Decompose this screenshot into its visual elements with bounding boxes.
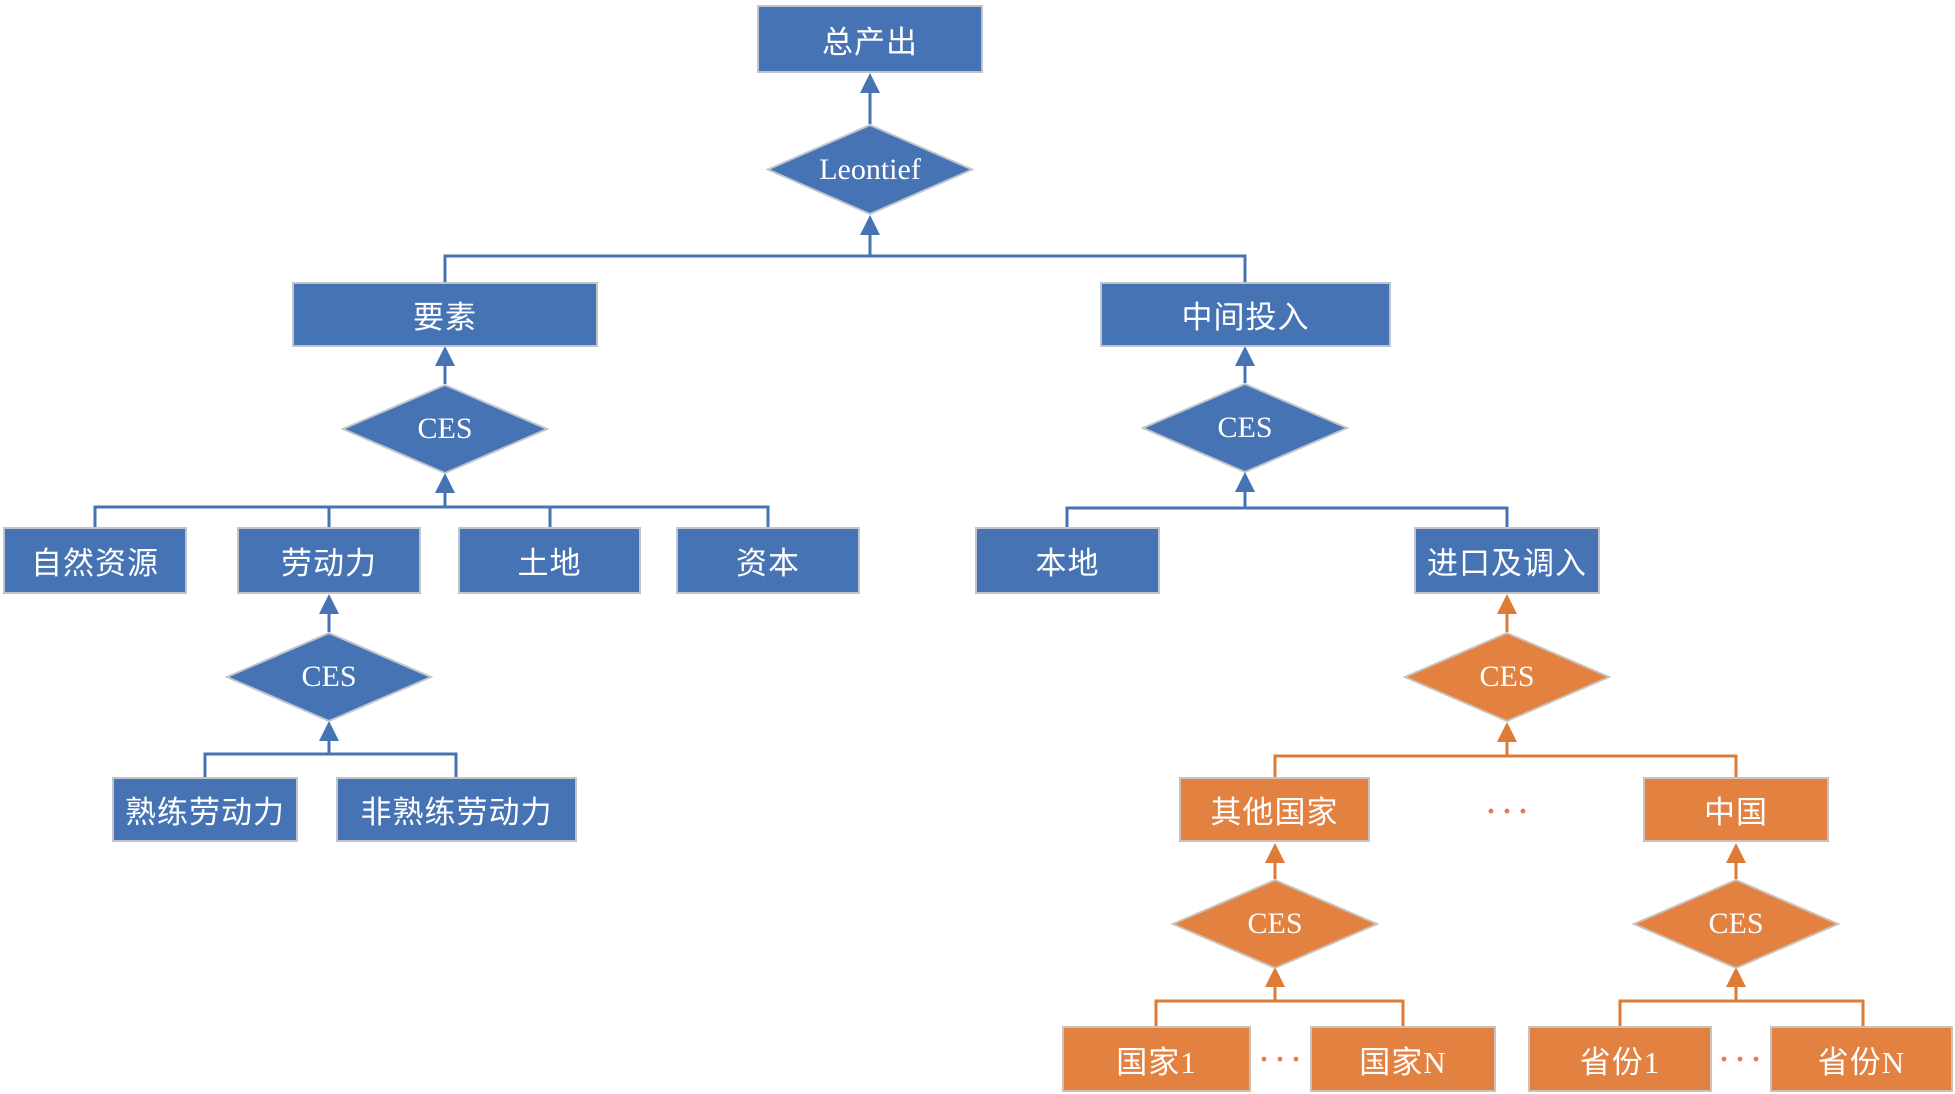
ces-labor-diamond-shape: [225, 632, 433, 722]
node-china: 中国: [1643, 777, 1829, 842]
ces-factors-diamond-shape: [341, 384, 549, 474]
node-land: 土地: [458, 527, 641, 594]
arrow-ces-to-china-head: [1726, 843, 1746, 863]
leontief-diamond-shape: [766, 124, 974, 215]
node-leontief: Leontief: [766, 124, 974, 215]
arrow-ces-to-imported-head: [1497, 594, 1517, 614]
edge-bus-labor-children: [203, 752, 458, 778]
ces-imported-diamond-shape: [1403, 632, 1611, 722]
arrow-ces-to-othercountries-head: [1265, 843, 1285, 863]
ces-china-diamond-shape: [1632, 879, 1840, 969]
node-province-n: 省份N: [1770, 1026, 1953, 1092]
arrow-ces-to-factors-head: [435, 346, 455, 366]
arrow-ces-to-intermediate-head: [1235, 346, 1255, 366]
arrow-bus-to-ceschina-head: [1726, 967, 1746, 987]
edge-bus-leontief-children: [443, 254, 1247, 283]
node-capital: 资本: [676, 527, 860, 594]
edge-bus-othercountries-children: [1154, 999, 1405, 1027]
node-ces-intermediate: CES: [1141, 383, 1349, 473]
node-skilled-labor: 熟练劳动力: [112, 777, 298, 842]
edge-bus-intermediate-children: [1065, 506, 1509, 528]
ces-other-countries-diamond-shape: [1171, 879, 1379, 969]
ellipsis-provinces: ···: [1718, 1043, 1768, 1076]
node-ces-labor-label: CES: [301, 660, 357, 693]
node-ces-china-label: CES: [1708, 907, 1764, 940]
node-province-1: 省份1: [1528, 1026, 1712, 1092]
node-ces-imported: CES: [1403, 632, 1611, 722]
arrow-bus-to-cesothercountries-head: [1265, 967, 1285, 987]
node-ces-factors-label: CES: [417, 412, 473, 445]
node-unskilled-labor: 非熟练劳动力: [336, 777, 577, 842]
node-factors: 要素: [292, 282, 598, 347]
node-leontief-label: Leontief: [819, 152, 921, 186]
node-ces-labor: CES: [225, 632, 433, 722]
arrow-bus-to-cesimported-head: [1497, 722, 1517, 742]
arrow-bus-to-cesintermediate-head: [1235, 472, 1255, 492]
node-local: 本地: [975, 527, 1160, 594]
node-total-output: 总产出: [757, 5, 983, 73]
node-country-n: 国家N: [1310, 1026, 1496, 1092]
node-ces-factors: CES: [341, 384, 549, 474]
arrow-bus-to-ceslabor-head: [319, 721, 339, 741]
node-ces-other-countries-label: CES: [1247, 907, 1303, 940]
arrow-bus-to-leontief-head: [860, 215, 880, 235]
ellipsis-top: ···: [1485, 795, 1535, 828]
node-ces-other-countries: CES: [1171, 879, 1379, 969]
arrow-leontief-to-totaloutput-head: [860, 73, 880, 93]
node-other-countries: 其他国家: [1179, 777, 1370, 842]
node-natural-resources: 自然资源: [3, 527, 187, 594]
ces-intermediate-diamond-shape: [1141, 383, 1349, 473]
node-intermediate-input: 中间投入: [1100, 282, 1391, 347]
ellipsis-countries: ···: [1258, 1043, 1308, 1076]
node-imported-and-transferred: 进口及调入: [1414, 527, 1600, 594]
arrow-bus-to-cesfactors-head: [435, 473, 455, 493]
node-ces-imported-label: CES: [1479, 660, 1535, 693]
node-ces-china: CES: [1632, 879, 1840, 969]
node-ces-intermediate-label: CES: [1217, 411, 1273, 444]
edge-bus-factor-children: [93, 505, 770, 528]
edge-bus-china-children: [1618, 999, 1865, 1027]
node-country-1: 国家1: [1062, 1026, 1251, 1092]
arrow-ces-to-labor-head: [319, 594, 339, 614]
node-labor: 劳动力: [237, 527, 421, 594]
edge-bus-imported-children: [1273, 754, 1738, 778]
